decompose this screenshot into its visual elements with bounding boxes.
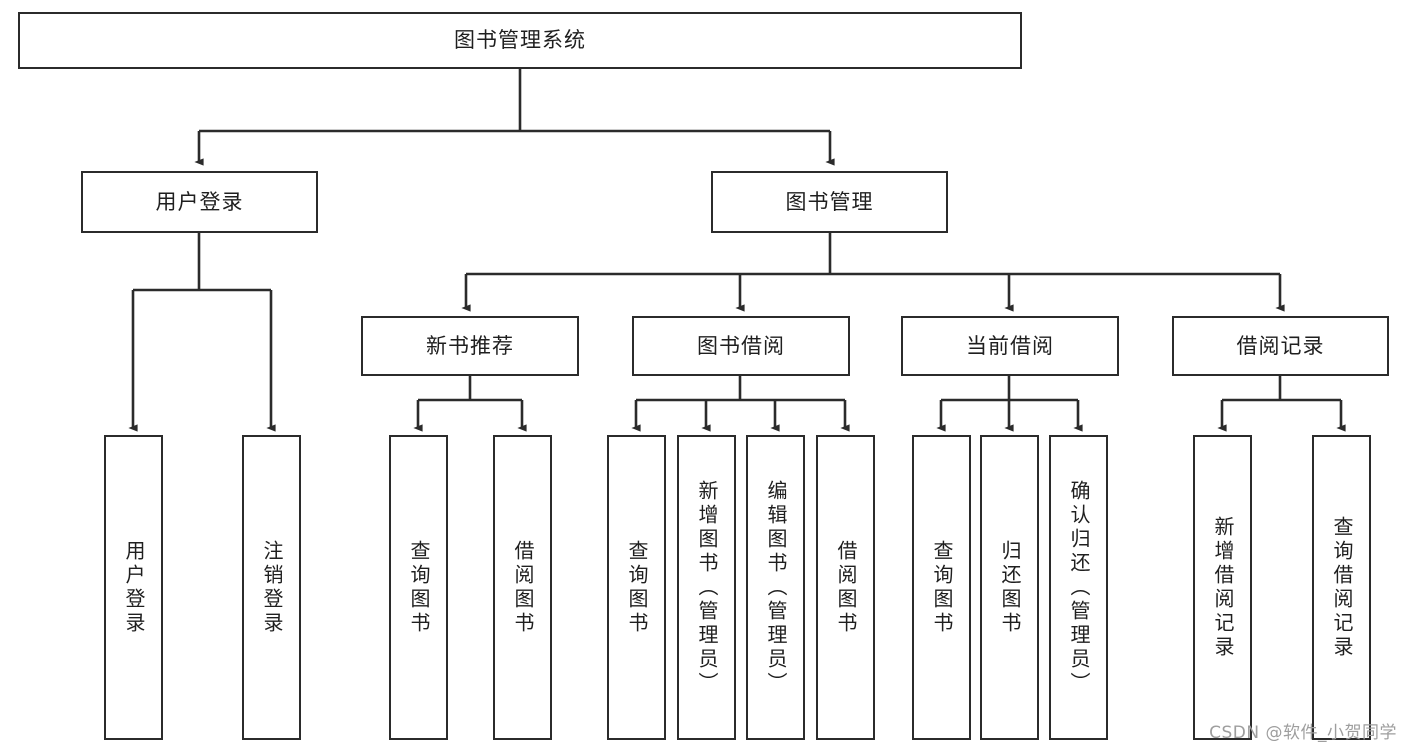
node-leaf-add-borrow-record[interactable]: 新增借阅记录 xyxy=(1193,435,1252,740)
node-leaf-return-book-label: 归还图书 xyxy=(998,539,1022,636)
node-leaf-borrow-book-1-label: 借阅图书 xyxy=(511,539,535,636)
node-leaf-borrow-book-2-label: 借阅图书 xyxy=(834,539,858,636)
node-leaf-return-book[interactable]: 归还图书 xyxy=(980,435,1039,740)
node-root-label: 图书管理系统 xyxy=(454,28,586,53)
node-leaf-add-book-admin-label: 新增图书（管理员） xyxy=(695,479,719,696)
node-borrow-record[interactable]: 借阅记录 xyxy=(1172,316,1389,376)
node-leaf-query-borrow-record[interactable]: 查询借阅记录 xyxy=(1312,435,1371,740)
node-leaf-confirm-return-admin[interactable]: 确认归还（管理员） xyxy=(1049,435,1108,740)
csdn-watermark: CSDN @软件_小贺同学 xyxy=(1209,723,1397,743)
node-leaf-edit-book-admin-label: 编辑图书（管理员） xyxy=(764,479,788,696)
node-root[interactable]: 图书管理系统 xyxy=(18,12,1022,69)
node-leaf-confirm-return-admin-label: 确认归还（管理员） xyxy=(1067,479,1091,696)
node-new-book-recommend[interactable]: 新书推荐 xyxy=(361,316,579,376)
node-leaf-add-book-admin[interactable]: 新增图书（管理员） xyxy=(677,435,736,740)
node-leaf-logout-login-label: 注销登录 xyxy=(260,539,284,636)
node-current-borrow-label: 当前借阅 xyxy=(966,333,1054,358)
node-leaf-query-book-3-label: 查询图书 xyxy=(930,539,954,636)
node-leaf-query-book-2[interactable]: 查询图书 xyxy=(607,435,666,740)
node-new-book-recommend-label: 新书推荐 xyxy=(426,333,514,358)
node-book-borrow-label: 图书借阅 xyxy=(697,333,785,358)
node-user-login[interactable]: 用户登录 xyxy=(81,171,318,233)
node-book-manage[interactable]: 图书管理 xyxy=(711,171,948,233)
node-leaf-logout-login[interactable]: 注销登录 xyxy=(242,435,301,740)
node-leaf-user-login[interactable]: 用户登录 xyxy=(104,435,163,740)
node-leaf-add-borrow-record-label: 新增借阅记录 xyxy=(1211,515,1235,660)
node-leaf-edit-book-admin[interactable]: 编辑图书（管理员） xyxy=(746,435,805,740)
node-user-login-label: 用户登录 xyxy=(155,189,244,214)
node-leaf-borrow-book-1[interactable]: 借阅图书 xyxy=(493,435,552,740)
node-leaf-query-book-1[interactable]: 查询图书 xyxy=(389,435,448,740)
node-leaf-borrow-book-2[interactable]: 借阅图书 xyxy=(816,435,875,740)
node-book-borrow[interactable]: 图书借阅 xyxy=(632,316,850,376)
node-book-manage-label: 图书管理 xyxy=(785,189,874,214)
node-leaf-query-book-3[interactable]: 查询图书 xyxy=(912,435,971,740)
node-leaf-user-login-label: 用户登录 xyxy=(122,539,146,636)
node-leaf-query-book-2-label: 查询图书 xyxy=(625,539,649,636)
node-leaf-query-book-1-label: 查询图书 xyxy=(407,539,431,636)
node-current-borrow[interactable]: 当前借阅 xyxy=(901,316,1119,376)
node-borrow-record-label: 借阅记录 xyxy=(1236,333,1325,358)
node-leaf-query-borrow-record-label: 查询借阅记录 xyxy=(1330,515,1354,660)
